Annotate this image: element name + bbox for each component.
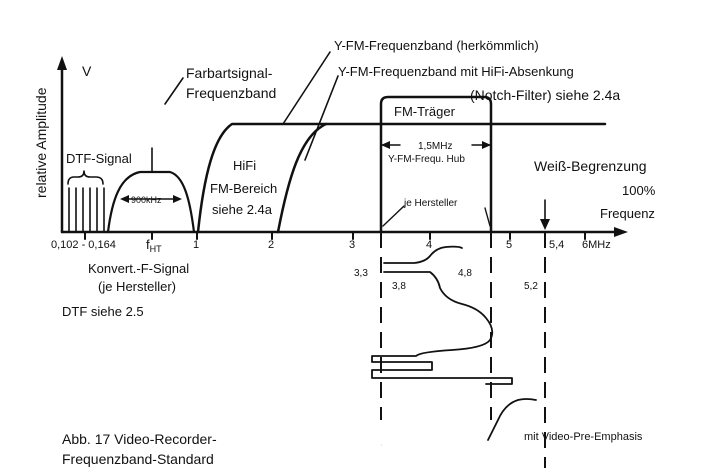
label-38: 3,8 bbox=[392, 281, 406, 292]
label-percent: 100% bbox=[622, 183, 656, 198]
y-axis-unit: V bbox=[82, 63, 92, 79]
label-hifi-1: HiFi bbox=[233, 158, 256, 173]
label-konvert-1: Konvert.-F-Signal bbox=[88, 261, 189, 276]
label-farbart-1: Farbartsignal- bbox=[186, 65, 273, 81]
label-hifi-2: FM-Bereich bbox=[210, 181, 277, 196]
label-je-hersteller: je Hersteller bbox=[403, 198, 458, 209]
label-fm-traeger: FM-Träger bbox=[394, 104, 456, 119]
x-axis-arrow bbox=[614, 227, 628, 237]
pointer-hersteller-left bbox=[382, 205, 405, 227]
tick-label-2: 2 bbox=[268, 239, 274, 251]
label-konvert-2: (je Hersteller) bbox=[98, 279, 176, 294]
label-900khz: 900kHz bbox=[131, 195, 162, 205]
waveform-body bbox=[371, 271, 513, 385]
caption-line-2: Frequenzband-Standard bbox=[62, 451, 214, 467]
tick-label-3: 3 bbox=[349, 239, 355, 251]
axis-x-label: Frequenz bbox=[600, 206, 655, 221]
tick-label-4: 4 bbox=[426, 239, 432, 251]
label-dtf-siehe: DTF siehe 2.5 bbox=[62, 304, 144, 319]
dtf-brace bbox=[67, 170, 104, 185]
dtf-signal-bars bbox=[68, 187, 105, 233]
tick-label-54: 5,4 bbox=[549, 239, 564, 251]
tick-label-1: 1 bbox=[193, 239, 199, 251]
label-hifi-3: siehe 2.4a bbox=[212, 202, 273, 217]
y-fm-band-curve bbox=[196, 122, 607, 234]
pointer-y-fm bbox=[282, 51, 331, 125]
label-notch: (Notch-Filter) siehe 2.4a bbox=[470, 87, 620, 103]
y-fm-hifi-curve bbox=[276, 122, 328, 234]
label-farbart-2: Frequenzband bbox=[186, 85, 276, 101]
y-axis-label: relative Amplitude bbox=[33, 87, 49, 198]
y-axis-arrow bbox=[57, 56, 67, 70]
label-hub-1: 1,5MHz bbox=[418, 141, 452, 152]
label-hub-2: Y-FM-Frequ. Hub bbox=[388, 154, 465, 165]
label-y-fm-hifi: Y-FM-Frequenzband mit HiFi-Absenkung bbox=[338, 64, 574, 79]
tick-label-6mhz: 6MHz bbox=[582, 239, 611, 251]
label-pre-emphasis: mit Video-Pre-Emphasis bbox=[524, 431, 643, 443]
tick-label-fht: fHT bbox=[146, 237, 162, 254]
tick-label-dtf: 0,102 - 0,164 bbox=[51, 239, 116, 251]
pointer-hersteller-right bbox=[484, 207, 491, 227]
label-y-fm-band: Y-FM-Frequenzband (herkömmlich) bbox=[334, 38, 539, 53]
caption-line-1: Abb. 17 Video-Recorder- bbox=[62, 431, 217, 447]
pointer-farbart bbox=[164, 77, 184, 105]
waveform-top bbox=[383, 245, 463, 264]
label-52: 5,2 bbox=[524, 281, 538, 292]
chroma-band-curve bbox=[106, 170, 196, 234]
pointer-hifi bbox=[304, 75, 339, 161]
fm-carrier-box bbox=[379, 95, 493, 234]
tick-label-5: 5 bbox=[506, 239, 512, 251]
label-48: 4,8 bbox=[458, 268, 472, 279]
label-weiss: Weiß-Begrenzung bbox=[534, 158, 647, 174]
label-dtf-signal: DTF-Signal bbox=[66, 151, 132, 166]
pre-emphasis-curve bbox=[487, 398, 537, 441]
label-33: 3,3 bbox=[354, 268, 368, 279]
